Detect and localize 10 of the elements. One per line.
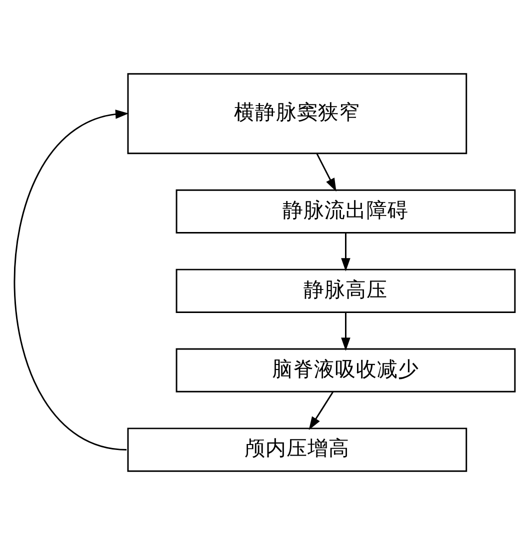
node-box: 颅内压增高 [127,428,468,472]
arrow [316,153,336,192]
arrow [341,312,350,351]
node-box: 静脉流出障碍 [176,189,516,234]
arrow [14,110,129,450]
arrow [308,392,334,430]
arrow [341,233,350,272]
node-box: 脑脊液吸收减少 [176,348,516,392]
node-box: 静脉高压 [176,268,516,313]
node-box: 横静脉窦狭窄 [127,73,468,154]
